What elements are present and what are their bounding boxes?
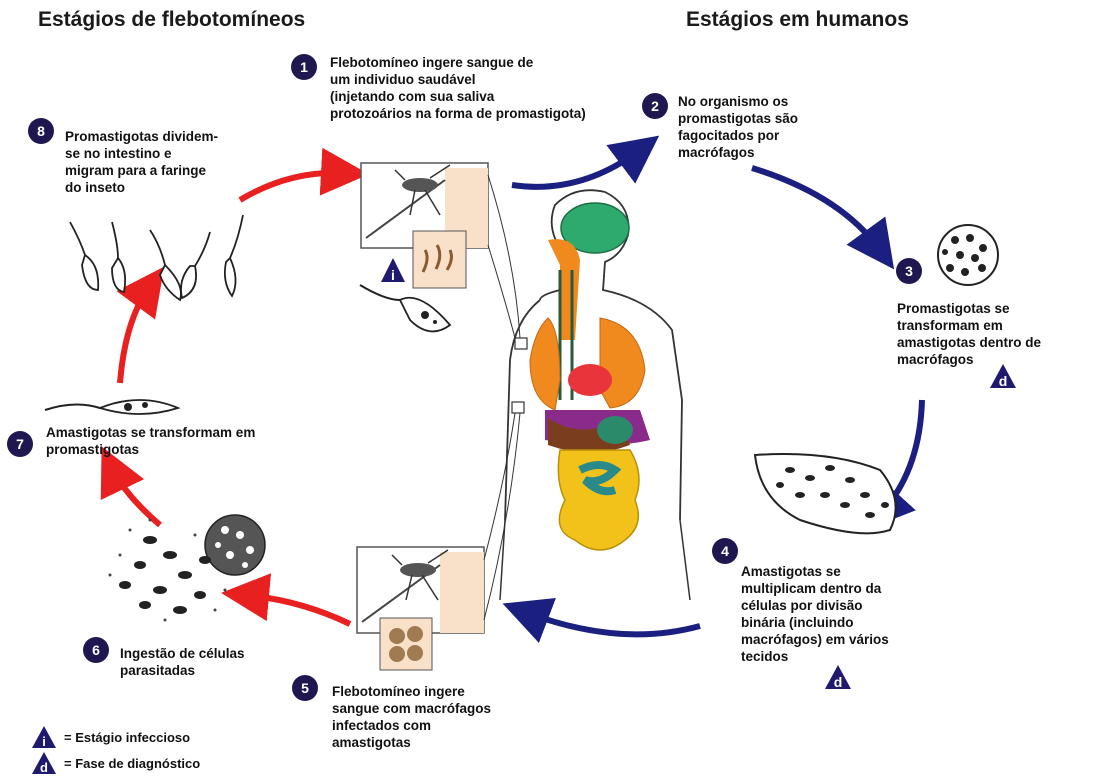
svg-text:d: d <box>999 373 1008 389</box>
sandfly-feeding-top <box>361 163 488 288</box>
step-5-number: 5 <box>292 675 318 701</box>
macrophage-with-amastigotes <box>938 225 998 285</box>
step-3-number: 3 <box>896 258 922 284</box>
svg-text:d: d <box>40 760 48 775</box>
legend-infective-badge: i <box>32 726 56 749</box>
legend-diagnostic-badge: d <box>32 752 56 775</box>
step-4-number: 4 <box>712 538 738 564</box>
infected-tissue-cell <box>755 454 896 533</box>
step-8-text: Promastigotas dividem-se no intestino e … <box>65 128 255 196</box>
arrow-7-to-8 <box>120 286 150 383</box>
legend-infective-label: = Estágio infeccioso <box>64 729 190 746</box>
arrow-8-to-1 <box>240 173 345 200</box>
arrow-1-to-2 <box>512 150 640 187</box>
diagnostic-badge-step4: d <box>825 665 851 690</box>
step-2-number: 2 <box>642 93 668 119</box>
arrow-2-to-3 <box>752 168 880 250</box>
legend-diagnostic-label: = Fase de diagnóstico <box>64 755 200 772</box>
arrow-5-to-6 <box>245 595 350 624</box>
svg-text:i: i <box>42 734 46 749</box>
promastigote-injected <box>360 285 450 331</box>
svg-text:i: i <box>391 267 395 283</box>
step-7-number: 7 <box>7 431 33 457</box>
svg-text:d: d <box>834 674 843 690</box>
promastigote-transforming <box>45 400 178 414</box>
human-body <box>484 175 690 620</box>
dividing-promastigotes <box>70 215 243 300</box>
sandfly-feeding-bottom <box>357 547 484 670</box>
arrow-6-to-7 <box>112 468 160 525</box>
arrow-4-to-5 <box>525 612 700 634</box>
step-8-number: 8 <box>28 118 54 144</box>
parasitized-cells <box>109 515 266 622</box>
step-6-number: 6 <box>83 637 109 663</box>
infective-badge-step1: i <box>381 258 405 283</box>
step-1-number: 1 <box>291 54 317 80</box>
